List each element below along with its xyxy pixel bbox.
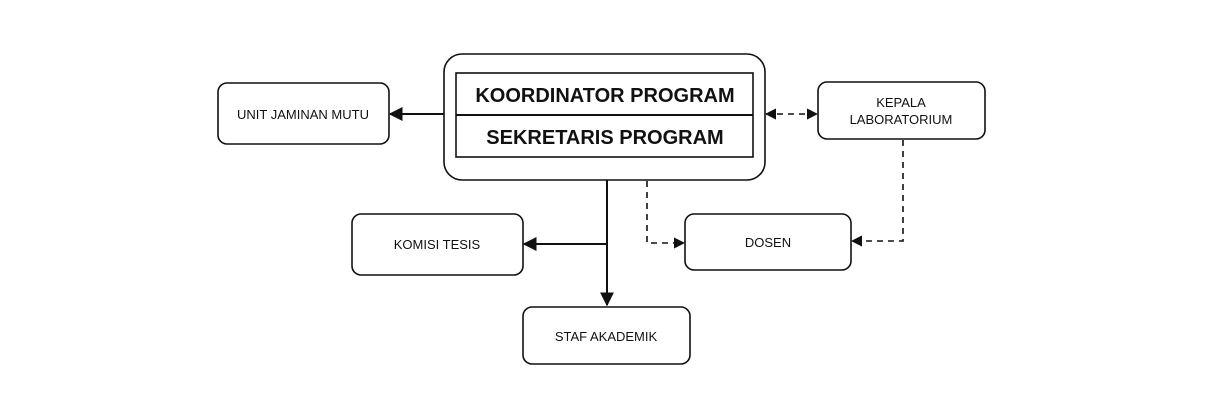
kepala-laboratorium-box: KEPALA LABORATORIUM [817,81,986,140]
dosen-label: DOSEN [745,235,791,250]
kepala-label: KEPALA [876,95,926,110]
staf-akademik-label: STAF AKADEMIK [555,329,658,344]
dashed-arrow-kepala-to-dosen [850,140,904,247]
unit-jaminan-mutu-label: UNIT JAMINAN MUTU [237,107,369,122]
komisi-tesis-box: KOMISI TESIS [351,213,524,276]
sekretaris-program-label: SEKRETARIS PROGRAM [486,127,723,149]
laboratorium-label: LABORATORIUM [850,112,953,127]
koordinator-sekretaris-group: KOORDINATOR PROGRAM SEKRETARIS PROGRAM [443,53,766,181]
komisi-tesis-label: KOMISI TESIS [394,237,481,252]
koordinator-program-label: KOORDINATOR PROGRAM [475,85,734,107]
unit-jaminan-mutu-box: UNIT JAMINAN MUTU [217,82,390,145]
dashed-arrow-to-dosen [646,181,686,249]
staf-akademik-box: STAF AKADEMIK [522,306,691,365]
dosen-box: DOSEN [684,213,852,271]
